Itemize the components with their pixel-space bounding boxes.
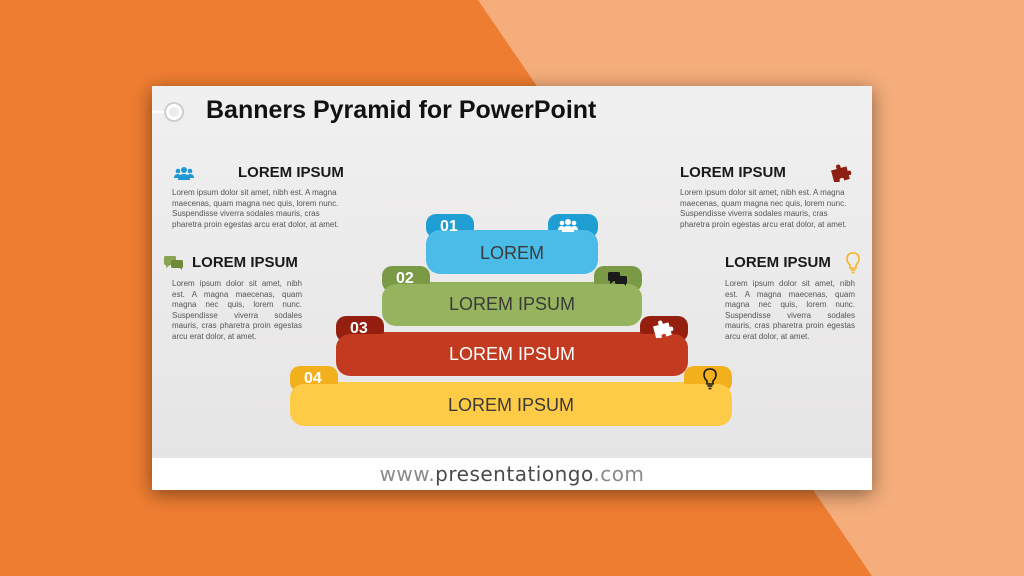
footer-suffix: .com	[593, 462, 645, 486]
heading-top-right: LOREM IPSUM	[680, 164, 786, 181]
banner-02-label: LOREM IPSUM	[448, 294, 576, 314]
banner-03-puzzle-icon	[653, 320, 674, 338]
text-top-left: Lorem ipsum dolor sit amet, nibh est. A …	[172, 188, 339, 229]
slide: Banners Pyramid for PowerPoint LOREM IPS…	[152, 86, 872, 490]
slide-footer: www.presentationgo.com	[152, 458, 872, 490]
footer-prefix: www.	[379, 462, 436, 486]
text-mid-left: Lorem ipsum dolor sit amet, nibh est. A …	[172, 279, 302, 341]
banner-03-label: LOREM IPSUM	[448, 344, 576, 364]
presentationgo-logo-icon	[152, 102, 184, 122]
banner-04-number: 04	[304, 370, 322, 387]
banner-01-number: 01	[440, 218, 458, 235]
banner-01	[426, 214, 598, 274]
lightbulb-icon	[846, 252, 860, 274]
banner-04-label: LOREM IPSUM	[447, 395, 575, 415]
banner-01-users-icon	[558, 219, 578, 232]
heading-mid-right: LOREM IPSUM	[725, 254, 831, 271]
banner-04-lightbulb-icon	[703, 368, 717, 390]
banner-02-number: 02	[396, 270, 414, 287]
banner-03-number: 03	[350, 320, 368, 337]
users-icon	[174, 167, 194, 180]
text-top-right: Lorem ipsum dolor sit amet, nibh est. A …	[680, 188, 847, 229]
heading-mid-left: LOREM IPSUM	[192, 254, 298, 271]
puzzle-icon	[831, 164, 852, 182]
banner-04	[290, 366, 732, 426]
slide-title: Banners Pyramid for PowerPoint	[206, 96, 597, 124]
text-mid-right: Lorem ipsum dolor sit amet, nibh est. A …	[725, 279, 855, 341]
footer-domain: presentationgo	[435, 462, 594, 486]
banner-02-chat-icon	[608, 272, 627, 286]
banner-02	[382, 266, 642, 326]
heading-top-left: LOREM IPSUM	[238, 164, 344, 181]
banner-01-label: LOREM	[479, 243, 544, 263]
chat-icon	[164, 256, 183, 270]
banner-03	[336, 316, 688, 376]
